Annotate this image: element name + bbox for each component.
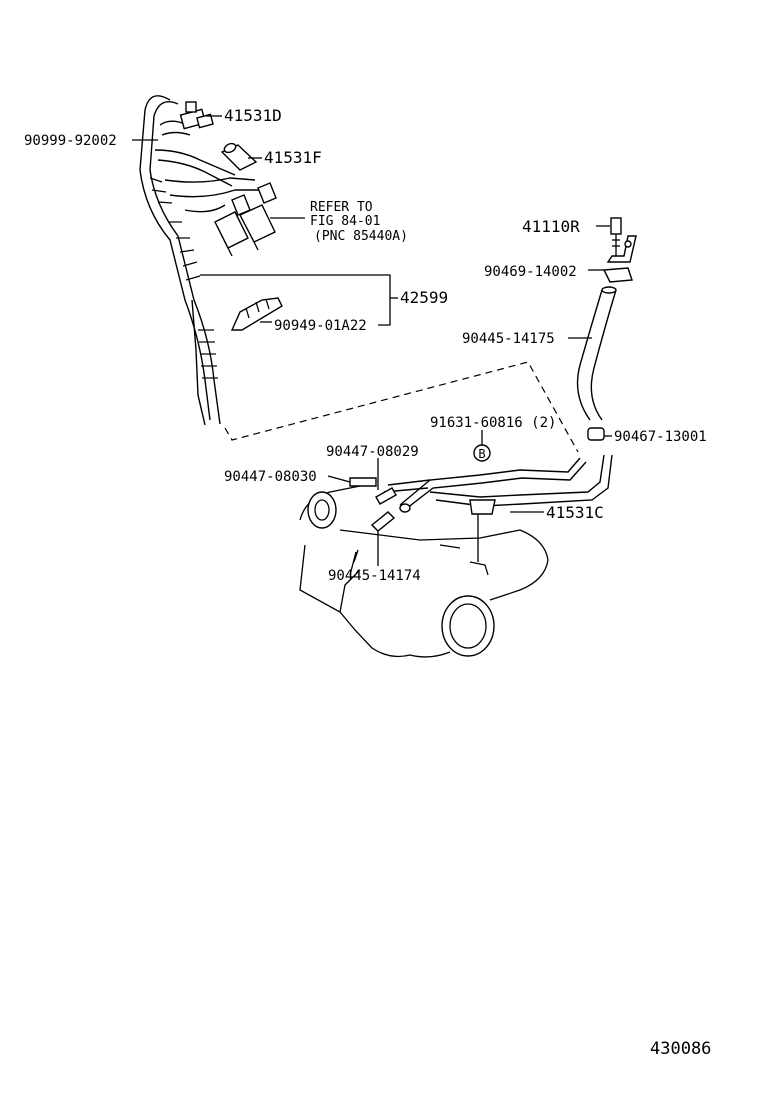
reference-marker-b: B [473, 444, 491, 462]
pipe-41531C [383, 454, 613, 515]
clamp-90467-13001 [587, 427, 605, 441]
label-fig-84-01: FIG 84-01 [310, 214, 380, 229]
label-91631-60816: 91631-60816 (2) [430, 415, 556, 431]
label-90467-13001: 90467-13001 [614, 429, 707, 445]
marker-b-text: B [478, 447, 485, 461]
hose-90445-14174 [370, 511, 396, 532]
label-pnc-85440a: (PNC 85440A) [314, 229, 408, 244]
label-41531C: 41531C [546, 503, 604, 522]
label-90445-14174: 90445-14174 [328, 568, 421, 584]
leader-lines [132, 115, 612, 566]
dashed-reference-line [224, 361, 579, 453]
hose-90447-08029 [375, 487, 397, 505]
label-41531D: 41531D [224, 106, 282, 125]
label-41531F: 41531F [264, 148, 322, 167]
label-90469-14002: 90469-14002 [484, 264, 577, 280]
label-90445-14175: 90445-14175 [462, 331, 555, 347]
vacuum-tee-41531D [179, 101, 214, 130]
figure-number: 430086 [650, 1039, 711, 1059]
label-42599: 42599 [400, 288, 448, 307]
hose-90447-08030 [349, 477, 377, 487]
vsv-assembly [214, 182, 277, 257]
label-90999-92002: 90999-92002 [24, 133, 117, 149]
label-41110R: 41110R [522, 217, 580, 236]
hose-41531F [220, 142, 258, 171]
hose-90445-14175 [576, 286, 617, 421]
label-90949-01A22: 90949-01A22 [274, 318, 367, 334]
vacuum-hose-harness [139, 95, 262, 426]
bracket-90469-14002 [602, 235, 637, 283]
clamp-90949-01A22 [230, 297, 283, 331]
label-refer-to: REFER TO [310, 200, 373, 215]
engine-outline [299, 485, 549, 658]
label-90447-08029: 90447-08029 [326, 444, 419, 460]
label-90447-08030: 90447-08030 [224, 469, 317, 485]
